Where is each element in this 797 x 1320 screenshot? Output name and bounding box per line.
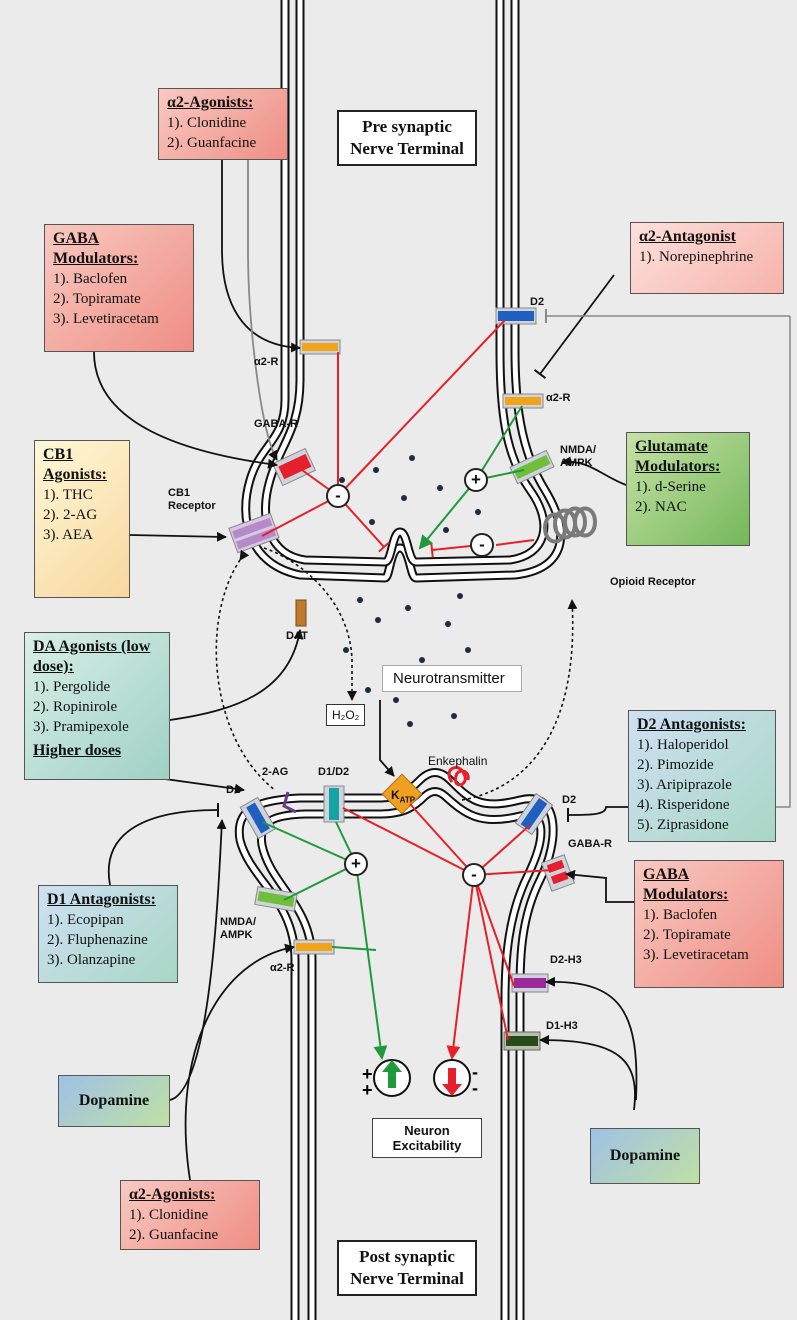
d1d2-label: D1/D2 — [318, 766, 350, 778]
svg-text:+: + — [362, 1080, 373, 1100]
list-item: 1). Baclofen — [643, 907, 718, 923]
dat-label: DAT — [286, 630, 308, 642]
list-item: 1). Pergolide — [33, 679, 111, 695]
excitability-icons: + + - - — [362, 1059, 478, 1100]
list-item: 2). Guanfacine — [167, 135, 257, 151]
opioid-receptor-coil — [543, 506, 598, 544]
presynaptic-terminal-label: Pre synaptic Nerve Terminal — [337, 110, 477, 166]
katp-k: K — [391, 788, 400, 802]
presynaptic-receptors — [228, 307, 555, 627]
list-item: 2). Fluphenazine — [47, 932, 148, 948]
list-item: 1). Clonidine — [167, 115, 247, 131]
a2r-top-label: α2-R — [254, 356, 279, 368]
list-item: 1). Ecopipan — [47, 912, 124, 928]
d1-antagonists-box: D1 Antagonists: 1). Ecopipan 2). Fluphen… — [38, 885, 178, 983]
svg-text:+: + — [362, 1064, 373, 1084]
list-item: 1). d-Serine — [635, 479, 706, 495]
gaba-modulators-top-box: GABA Modulators: 1). Baclofen 2). Topira… — [44, 224, 194, 352]
minus-symbol-pre: - — [326, 484, 350, 508]
two-ag-squiggle — [282, 791, 297, 814]
list-item: 1). Baclofen — [53, 271, 128, 287]
d1-label: D1 — [226, 784, 241, 796]
higher-doses-label: Higher doses — [33, 742, 122, 759]
box-title: GABA Modulators: — [643, 866, 729, 903]
neurotransmitter-label: Neurotransmitter — [382, 665, 522, 692]
plus-symbol-post: + — [344, 852, 368, 876]
cb1-agonists-box: CB1 Agonists: 1). THC 2). 2-AG 3). AEA — [34, 440, 130, 598]
d2-bottom-label: D2 — [562, 794, 577, 806]
list-item: 2). Ropinirole — [33, 699, 118, 715]
list-item: 3). AEA — [43, 527, 93, 543]
list-item: 1). Clonidine — [129, 1207, 209, 1223]
a2-antagonist-box: α2-Antagonist 1). Norepinephrine — [630, 222, 784, 294]
cb1-receptor-label: CB1 Receptor — [168, 487, 216, 512]
a2r-bottom-label: α2-R — [270, 962, 295, 974]
neuron-excitability-label: Neuron Excitability — [372, 1118, 482, 1158]
list-item: 5). Ziprasidone — [637, 817, 729, 833]
list-item: 1). Norepinephrine — [639, 249, 754, 265]
da-agonists-box: DA Agonists (low dose): 1). Pergolide 2)… — [24, 632, 170, 780]
katp-channel — [381, 773, 423, 815]
a2-agonists-bottom-box: α2-Agonists: 1). Clonidine 2). Guanfacin… — [120, 1180, 260, 1250]
enkephalin-label: Enkephalin — [428, 754, 488, 768]
gabar-top-label: GABA-R — [254, 418, 298, 430]
box-title: Glutamate Modulators: — [635, 438, 721, 475]
box-title: CB1 Agonists: — [43, 446, 108, 483]
a2r-top-right-label: α2-R — [546, 392, 571, 404]
list-item: 1). Haloperidol — [637, 737, 729, 753]
list-item: 2). Topiramate — [643, 927, 731, 943]
opioid-receptor-label: Opioid Receptor — [610, 576, 696, 588]
h2o2-label: H₂O₂ — [326, 704, 366, 726]
list-item: 3). Aripiprazole — [637, 777, 732, 793]
list-item: 1). THC — [43, 487, 93, 503]
nmda-bottom-label: NMDA/ AMPK — [220, 916, 257, 941]
d2-top-label: D2 — [530, 296, 545, 308]
svg-text:-: - — [472, 1062, 478, 1082]
gaba-modulators-bottom-box: GABA Modulators: 1). Baclofen 2). Topira… — [634, 860, 784, 988]
list-item: 4). Risperidone — [637, 797, 730, 813]
gabar-bottom-label: GABA-R — [568, 838, 612, 850]
list-item: 3). Olanzapine — [47, 952, 136, 968]
list-item: 2). NAC — [635, 499, 687, 515]
dashed-arrows — [215, 547, 578, 801]
dopamine-left-box: Dopamine — [58, 1075, 170, 1127]
box-title: GABA Modulators: — [53, 230, 139, 267]
list-item: 3). Levetiracetam — [643, 947, 749, 963]
nmda-top-label: NMDA/ AMPK — [560, 444, 597, 469]
svg-text:-: - — [472, 1078, 478, 1098]
list-item: 2). 2-AG — [43, 507, 98, 523]
katp-label: KATP — [391, 788, 415, 804]
postsynaptic-membrane — [234, 768, 558, 1320]
katp-sub: ATP — [399, 795, 416, 805]
box-title: D2 Antagonists: — [637, 716, 746, 733]
plus-symbol-pre: + — [464, 468, 488, 492]
list-item: 2). Topiramate — [53, 291, 141, 307]
d2h3-label: D2-H3 — [550, 954, 582, 966]
box-title: α2-Agonists: — [129, 1186, 216, 1203]
box-title: α2-Antagonist — [639, 228, 736, 245]
postsynaptic-receptors — [239, 785, 576, 1051]
box-title: D1 Antagonists: — [47, 891, 156, 908]
two-ag-label: 2-AG — [262, 766, 289, 778]
box-title: α2-Agonists: — [167, 94, 254, 111]
list-item: 3). Levetiracetam — [53, 311, 159, 327]
box-title: DA Agonists (low dose): — [33, 638, 151, 675]
minus-symbol-opioid: - — [470, 533, 494, 557]
glutamate-modulators-box: Glutamate Modulators: 1). d-Serine 2). N… — [626, 432, 750, 546]
minus-symbol-post: - — [462, 863, 486, 887]
a2-agonists-top-box: α2-Agonists: 1). Clonidine 2). Guanfacin… — [158, 88, 288, 160]
dopamine-right-box: Dopamine — [590, 1128, 700, 1184]
neurotransmitter-dots — [339, 455, 481, 727]
postsynaptic-terminal-label: Post synaptic Nerve Terminal — [337, 1240, 477, 1296]
enkephalin-squiggle — [447, 766, 470, 787]
d2-antagonists-box: D2 Antagonists: 1). Haloperidol 2). Pimo… — [628, 710, 776, 842]
list-item: 2). Guanfacine — [129, 1227, 219, 1243]
drug-arrows — [93, 160, 638, 1181]
d1h3-label: D1-H3 — [546, 1020, 578, 1032]
list-item: 3). Pramipexole — [33, 719, 129, 735]
list-item: 2). Pimozide — [637, 757, 714, 773]
